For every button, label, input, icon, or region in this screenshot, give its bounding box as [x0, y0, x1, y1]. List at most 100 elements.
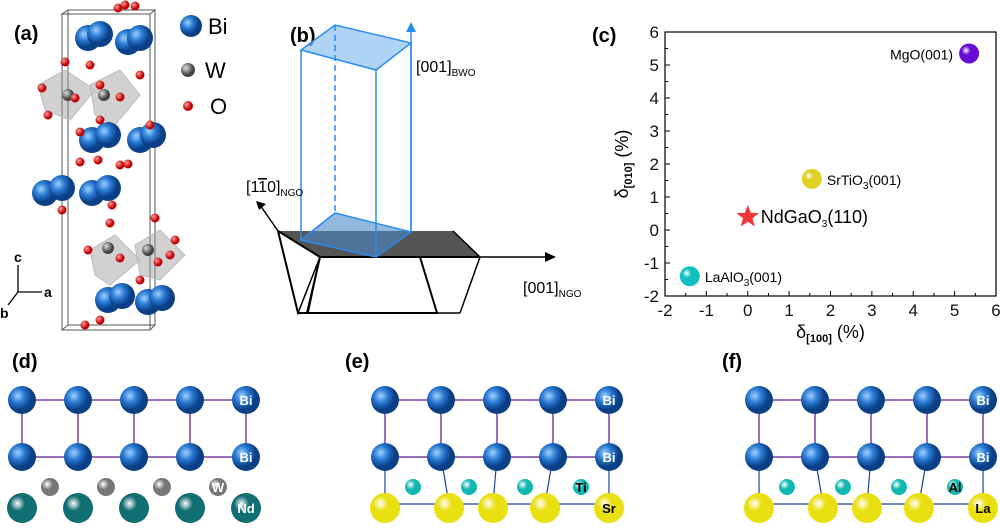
panel-label-f: (f) [722, 351, 742, 373]
bi-atom [427, 386, 455, 414]
o-atom [60, 57, 70, 67]
atom-label-w: W [212, 480, 225, 495]
y-tick-label: 1 [650, 188, 659, 207]
bottom-atom-sr [594, 493, 624, 523]
bi-atom [176, 443, 204, 471]
mid-atom-ti [517, 479, 533, 495]
bwo-axis-label: [001]BWO [416, 59, 476, 79]
x-tick-label: 2 [826, 301, 835, 320]
mid-atom-ti [461, 479, 477, 495]
atom-label-bi: Bi [603, 393, 616, 408]
bottom-atom-nd [63, 493, 93, 523]
mid-atom-al [947, 479, 963, 495]
y-tick-label: 4 [650, 89, 659, 108]
label-end: (110) [827, 207, 868, 227]
y-axis-label: δ[010] (%) [612, 130, 635, 199]
o-atom [70, 93, 80, 103]
mid-atom-w [41, 478, 59, 496]
axis-a: a [44, 284, 52, 300]
label-sub: 3 [863, 181, 869, 192]
plot-frame [664, 31, 997, 297]
bi-atom [8, 443, 36, 471]
ngo-110-axis-label: [110]NGO [246, 179, 303, 199]
x-tick-label: 3 [867, 301, 876, 320]
o-atom [135, 70, 145, 80]
o-atom [135, 275, 145, 285]
bi-atom [913, 386, 941, 414]
atom-label-al: Al [949, 480, 962, 495]
panel-label-a: (a) [14, 23, 38, 45]
bi-atom [913, 443, 941, 471]
bottom-atom-sr [434, 493, 464, 523]
bi-atom [140, 122, 166, 148]
x-tick-label: -1 [699, 301, 714, 320]
label-sub: 3 [822, 219, 828, 230]
atom-label-bi: Bi [603, 450, 616, 465]
label-text: MgO(001) [890, 46, 953, 62]
o-atom [95, 315, 105, 325]
mid-atom-w [97, 478, 115, 496]
bi-atom [8, 386, 36, 414]
bottom-atom-sr [370, 493, 400, 523]
o-atom [150, 213, 160, 223]
o-atom [153, 257, 163, 267]
atom-label-bi: Bi [240, 393, 253, 408]
x-tick-label: 1 [784, 301, 793, 320]
y-label-symbol: δ [612, 188, 632, 198]
bi-atom [176, 386, 204, 414]
o-atom [93, 155, 103, 165]
o-atom [170, 235, 180, 245]
ngo-001-axis-label: [001]NGO [523, 280, 582, 300]
bi-atom [95, 175, 121, 201]
o-atom [80, 320, 90, 330]
bi-atom [595, 443, 623, 471]
label-end: (001) [868, 172, 901, 188]
x-axis-label: δ[100] (%) [796, 322, 865, 345]
axis-c: c [14, 249, 22, 265]
y-tick-label: 3 [650, 122, 659, 141]
legend-bi: Bi [208, 14, 228, 39]
bottom-atom-sr [530, 493, 560, 523]
bi-atom [232, 443, 260, 471]
bi-atom [745, 443, 773, 471]
y-tick-label: -1 [644, 254, 659, 273]
bi-atom [857, 443, 885, 471]
data-point-label: NdGaO3(110) [761, 207, 868, 230]
bi-atom [149, 285, 175, 311]
axes-triad [7, 265, 42, 306]
w-atom [98, 89, 110, 101]
bi-atom [64, 386, 92, 414]
o-atom [95, 115, 105, 125]
bi-atom [87, 21, 113, 47]
x-tick-label: 5 [950, 301, 959, 320]
bi-atom [371, 443, 399, 471]
bottom-atom-nd [231, 493, 261, 523]
bi-atom [64, 443, 92, 471]
bottom-atom-la [852, 493, 882, 523]
x-tick-label: 0 [743, 301, 752, 320]
label-text: NdGaO [761, 207, 822, 227]
o-atom [43, 110, 53, 120]
o-atom [57, 205, 67, 215]
o-atom [83, 245, 93, 255]
x-tick-label: 6 [991, 301, 1000, 320]
panel-label-e: (e) [345, 351, 369, 373]
bi-atom [969, 443, 997, 471]
bi-atom [49, 175, 75, 201]
data-point-sphere [801, 168, 822, 189]
data-point-label: LaAlO3(001) [705, 269, 782, 289]
bi-atom [483, 386, 511, 414]
bi-atom [127, 25, 153, 51]
bi-atom [539, 386, 567, 414]
o-atom [145, 120, 155, 130]
bottom-atom-la [968, 493, 998, 523]
bi-atom [109, 283, 135, 309]
atom-label-la: La [975, 501, 991, 516]
o-atom [115, 92, 125, 102]
